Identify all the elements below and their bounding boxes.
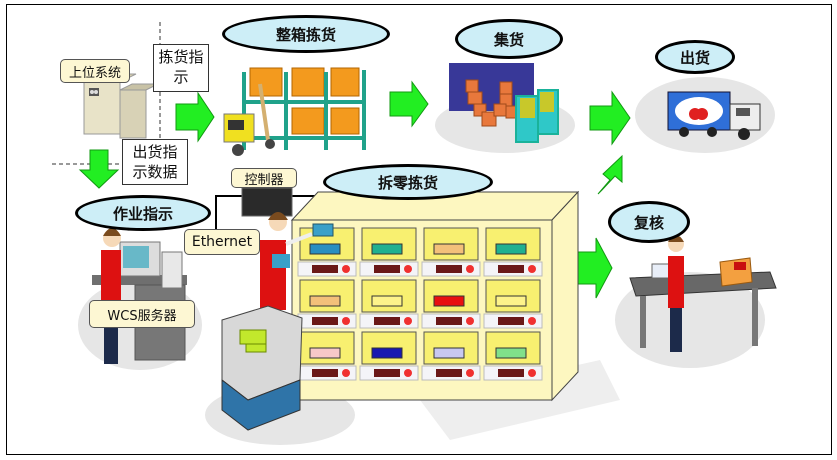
wcs-server-tag: WCS服务器 [89, 300, 195, 328]
led-digit-display [374, 265, 400, 273]
bin-item [309, 295, 341, 307]
bin-item [433, 243, 465, 255]
arrow-consolidation-to-shipping [589, 90, 631, 146]
picking-instruction-line2: 示 [173, 68, 189, 86]
shipping-data-line2: 示数据 [132, 163, 178, 181]
confirm-button-icon [466, 369, 474, 377]
ethernet-tag: Ethernet [184, 229, 260, 255]
led-digit-display [436, 317, 462, 325]
arrow-recheck-to-shipping [597, 154, 623, 195]
bin-item [371, 243, 403, 255]
arrow-host-to-work-instruction [78, 149, 120, 189]
stage-case-picking-label: 整箱拣货 [275, 25, 336, 44]
stage-consolidation-label: 集货 [493, 30, 524, 49]
confirm-button-icon [404, 265, 412, 273]
confirm-button-icon [342, 265, 350, 273]
confirm-button-icon [342, 317, 350, 325]
led-digit-display [374, 317, 400, 325]
diagram-frame [6, 4, 832, 455]
controller-device-icon [241, 187, 293, 217]
confirm-button-icon [404, 317, 412, 325]
shipping-data-note: 出货指 示数据 [122, 139, 188, 185]
led-digit-display [312, 265, 338, 273]
delivery-truck-icon [667, 91, 761, 140]
stage-case-picking: 整箱拣货 [222, 15, 390, 53]
shipping-data-line1: 出货指 [132, 143, 178, 161]
consolidation-area-icon [449, 63, 559, 143]
picker-worker-icon [260, 212, 334, 310]
host-server-icon [83, 73, 159, 139]
confirm-button-icon [466, 317, 474, 325]
bin-item [371, 347, 403, 359]
bin-item [433, 347, 465, 359]
stage-shipping: 出货 [655, 40, 735, 74]
stage-work-instruction: 作业指示 [75, 195, 211, 231]
stage-piece-picking: 拆零拣货 [323, 164, 493, 200]
ethernet-label: Ethernet [191, 234, 253, 250]
confirm-button-icon [528, 317, 536, 325]
recheck-station-icon [629, 235, 777, 352]
flow-rack-shelf-icon [290, 190, 580, 402]
pallet-rack-icon [223, 67, 366, 156]
stage-piece-picking-label: 拆零拣货 [377, 173, 438, 192]
led-digit-display [498, 317, 524, 325]
confirm-button-icon [342, 369, 350, 377]
wcs-server-label: WCS服务器 [107, 308, 177, 324]
bin-item [309, 347, 341, 359]
wcs-workstation-icon [92, 228, 187, 364]
picking-cart-icon [221, 305, 303, 431]
confirm-button-icon [528, 369, 536, 377]
controller-label: 控制器 [244, 172, 284, 188]
stage-shipping-label: 出货 [679, 48, 710, 67]
confirm-button-icon [528, 265, 536, 273]
stage-consolidation: 集货 [455, 19, 563, 59]
led-digit-display [312, 317, 338, 325]
recheck-shadow [615, 272, 765, 368]
confirm-button-icon [466, 265, 474, 273]
led-digit-display [498, 369, 524, 377]
picking-instruction-line1: 拣货指 [158, 48, 204, 66]
host-system-tag: 上位系统 [60, 59, 130, 83]
led-digit-display [498, 265, 524, 273]
led-digit-display [374, 369, 400, 377]
bin-item [495, 347, 527, 359]
bin-item [309, 243, 341, 255]
led-digit-display [436, 265, 462, 273]
arrow-host-to-case-picking [175, 91, 215, 143]
bin-item [371, 295, 403, 307]
bin-item [495, 295, 527, 307]
arrow-piece-to-recheck [575, 237, 613, 299]
host-system-label: 上位系统 [68, 65, 121, 81]
picking-instruction-note: 拣货指 示 [153, 44, 209, 92]
controller-tag: 控制器 [231, 168, 297, 188]
led-digit-display [312, 369, 338, 377]
bin-item [495, 243, 527, 255]
stage-recheck-label: 复核 [633, 213, 664, 232]
led-digit-display [436, 369, 462, 377]
stage-work-instruction-label: 作业指示 [112, 204, 173, 223]
stage-recheck: 复核 [608, 201, 690, 243]
bin-item [433, 295, 465, 307]
arrow-case-to-consolidation [389, 80, 429, 128]
confirm-button-icon [404, 369, 412, 377]
